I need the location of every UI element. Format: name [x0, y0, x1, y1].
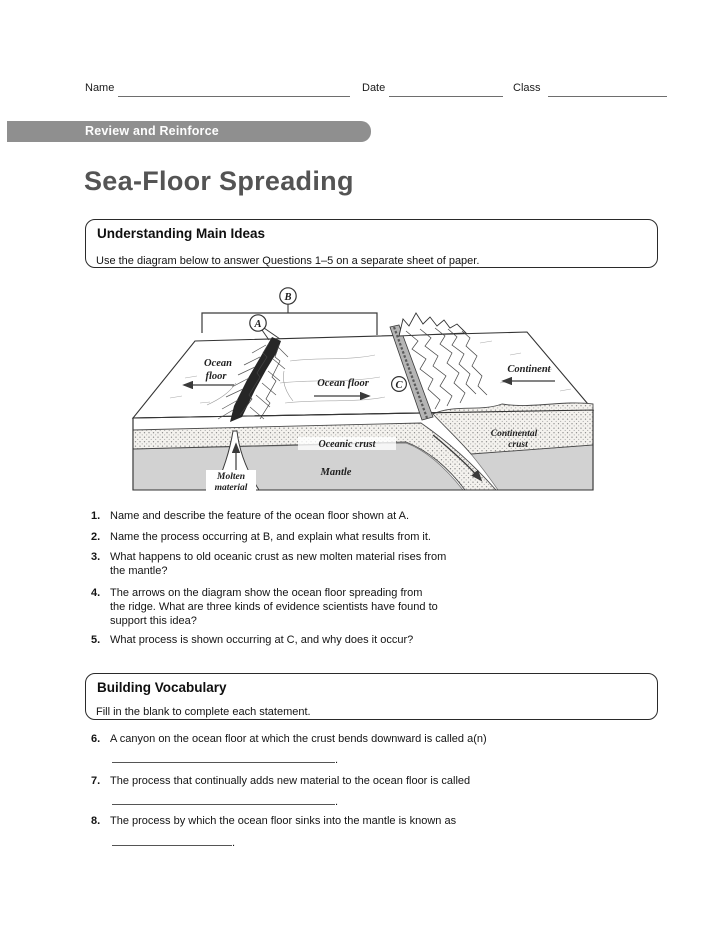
- name-underline: [118, 96, 350, 97]
- question-text: Name the process occurring at B, and exp…: [110, 530, 431, 543]
- label-ocean-floor-left-2: floor: [206, 371, 228, 382]
- blank-period: .: [335, 754, 339, 766]
- mid-ocean-ridge: [206, 337, 294, 422]
- class-underline: [548, 96, 667, 97]
- answer-blank-row-6: .: [112, 750, 338, 766]
- question-number: 8.: [91, 815, 101, 827]
- b-circle-icon: [279, 287, 297, 305]
- ocean-floor-texture: [169, 340, 572, 404]
- a-circle-icon: [249, 314, 267, 332]
- label-mantle: Mantle: [320, 467, 352, 478]
- answer-blank-row-7: .: [112, 792, 338, 808]
- molten-material-halo: [206, 470, 256, 492]
- question-text: The arrows on the diagram show the ocean…: [110, 586, 438, 627]
- c-label: C: [395, 380, 403, 391]
- question-item-5: 5. What process is shown occurring at C,…: [91, 633, 590, 647]
- callout-c: C: [391, 375, 408, 392]
- label-continental-crust-2: crust: [508, 440, 528, 450]
- question-item-1: 1. Name and describe the feature of the …: [91, 509, 590, 523]
- label-ocean-floor-mid: Ocean floor: [317, 378, 370, 389]
- question-item-6: 6. A canyon on the ocean floor at which …: [91, 732, 590, 746]
- label-continent: Continent: [507, 364, 551, 375]
- page-title: Sea-Floor Spreading: [84, 166, 354, 196]
- answer-blank-8: [112, 833, 232, 846]
- mountains: [398, 312, 488, 410]
- answer-blank-row-8: .: [112, 833, 235, 849]
- seafloor-diagram: B A C Ocean floor Ocean floor Continent …: [131, 287, 595, 493]
- mantle-left: [132, 442, 464, 491]
- label-molten-material-1: Molten: [216, 472, 245, 482]
- answer-blank-6: [112, 750, 335, 763]
- main-ideas-instruction: Use the diagram below to answer Question…: [96, 255, 480, 267]
- question-item-4: 4. The arrows on the diagram show the oc…: [91, 586, 590, 629]
- subduction-arrow: [432, 434, 483, 482]
- c-circle-icon: [391, 375, 408, 392]
- label-continental-crust-1: Continental: [491, 429, 538, 439]
- question-number: 3.: [91, 551, 101, 563]
- vocab-instruction: Fill in the blank to complete each state…: [96, 706, 311, 718]
- question-number: 2.: [91, 530, 101, 543]
- question-text: The process that continually adds new ma…: [110, 775, 471, 787]
- review-banner-label: Review and Reinforce: [85, 124, 219, 138]
- a-pointer-2: [263, 327, 281, 340]
- name-field-label: Name: [85, 82, 115, 94]
- question-text: A canyon on the ocean floor at which the…: [110, 733, 487, 745]
- question-number: 4.: [91, 586, 101, 599]
- b-label: B: [283, 292, 291, 303]
- a-label: A: [253, 319, 261, 330]
- label-oceanic-crust: Oceanic crust: [319, 439, 377, 450]
- main-ideas-heading: Understanding Main Ideas: [97, 226, 266, 241]
- question-item-7: 7. The process that continually adds new…: [91, 774, 590, 788]
- question-number: 7.: [91, 775, 101, 787]
- question-text: What happens to old oceanic crust as new…: [110, 551, 447, 578]
- oceanic-crust-halo: [298, 437, 396, 450]
- a-pointer-1: [261, 329, 270, 341]
- class-field-label: Class: [513, 82, 541, 94]
- date-underline: [389, 96, 503, 97]
- question-number: 1.: [91, 510, 101, 522]
- question-number: 5.: [91, 634, 101, 646]
- label-molten-material-2: material: [215, 483, 248, 493]
- continental-crust-layer: [432, 402, 594, 455]
- question-text: Name and describe the feature of the oce…: [110, 510, 410, 522]
- vocab-heading: Building Vocabulary: [97, 680, 227, 695]
- callout-a: A: [249, 314, 281, 341]
- question-item-3: 3. What happens to old oceanic crust as …: [91, 550, 590, 578]
- question-item-8: 8. The process by which the ocean floor …: [91, 814, 590, 828]
- vocab-box: Building Vocabulary: [85, 673, 658, 720]
- trench: [389, 324, 434, 421]
- question-text: The process by which the ocean floor sin…: [110, 815, 457, 827]
- front-face-border: [132, 409, 594, 491]
- label-ocean-floor-left-1: Ocean: [204, 358, 232, 369]
- answer-blank-7: [112, 792, 335, 805]
- question-number: 6.: [91, 733, 101, 745]
- b-bracket: [201, 312, 378, 335]
- question-item-2: 2. Name the process occurring at B, and …: [91, 530, 590, 544]
- date-field-label: Date: [362, 82, 386, 94]
- blank-period: .: [335, 796, 339, 808]
- callout-b: B: [201, 287, 378, 335]
- main-ideas-box: Understanding Main Ideas: [85, 219, 658, 268]
- question-text: What process is shown occurring at C, an…: [110, 634, 414, 646]
- review-banner: Review and Reinforce: [7, 121, 371, 142]
- blank-period: .: [232, 837, 236, 849]
